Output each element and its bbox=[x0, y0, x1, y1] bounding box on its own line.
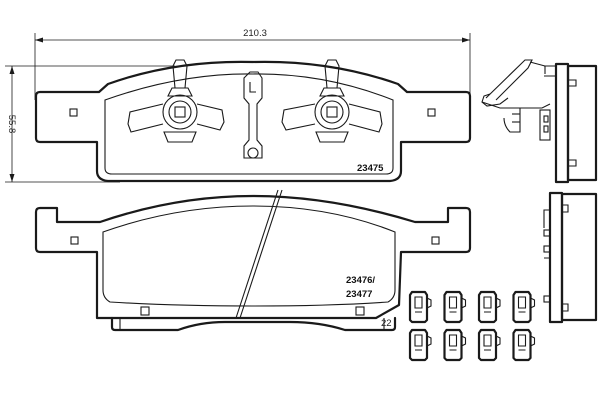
wear-clip-icon bbox=[512, 328, 536, 362]
top-side-view bbox=[481, 59, 598, 184]
clips-group bbox=[408, 290, 536, 362]
width-dimension: 210.3 bbox=[34, 28, 471, 100]
left-spring-holder-icon bbox=[127, 59, 225, 143]
width-dimension-label: 210.3 bbox=[243, 28, 267, 39]
wear-clip-icon bbox=[477, 290, 501, 324]
wear-clip-icon bbox=[408, 290, 432, 324]
bottom-brake-pad: 22 23476/ 23477 bbox=[34, 194, 472, 332]
bottom-pad-part-number-line1: 23476/ bbox=[346, 275, 375, 286]
spring-clip-icon bbox=[481, 59, 551, 141]
top-pad-part-number: 23475 bbox=[357, 163, 384, 174]
bottom-pad-marking: 22 bbox=[381, 318, 392, 329]
top-brake-pad: 23475 bbox=[34, 59, 472, 183]
center-slot-icon bbox=[243, 71, 263, 159]
wear-clip-icon bbox=[512, 290, 536, 324]
height-dimension: 55.8 bbox=[5, 65, 175, 183]
bottom-pad-part-number-line2: 23477 bbox=[346, 289, 372, 300]
wear-clip-icon bbox=[477, 328, 501, 362]
wear-clip-icon bbox=[443, 290, 467, 324]
bottom-side-view bbox=[543, 191, 598, 324]
wear-clip-icon bbox=[408, 328, 432, 362]
height-dimension-label: 55.8 bbox=[6, 115, 17, 134]
wear-clip-icon bbox=[443, 328, 467, 362]
right-spring-holder-icon bbox=[281, 59, 383, 143]
separator-line bbox=[235, 189, 279, 319]
